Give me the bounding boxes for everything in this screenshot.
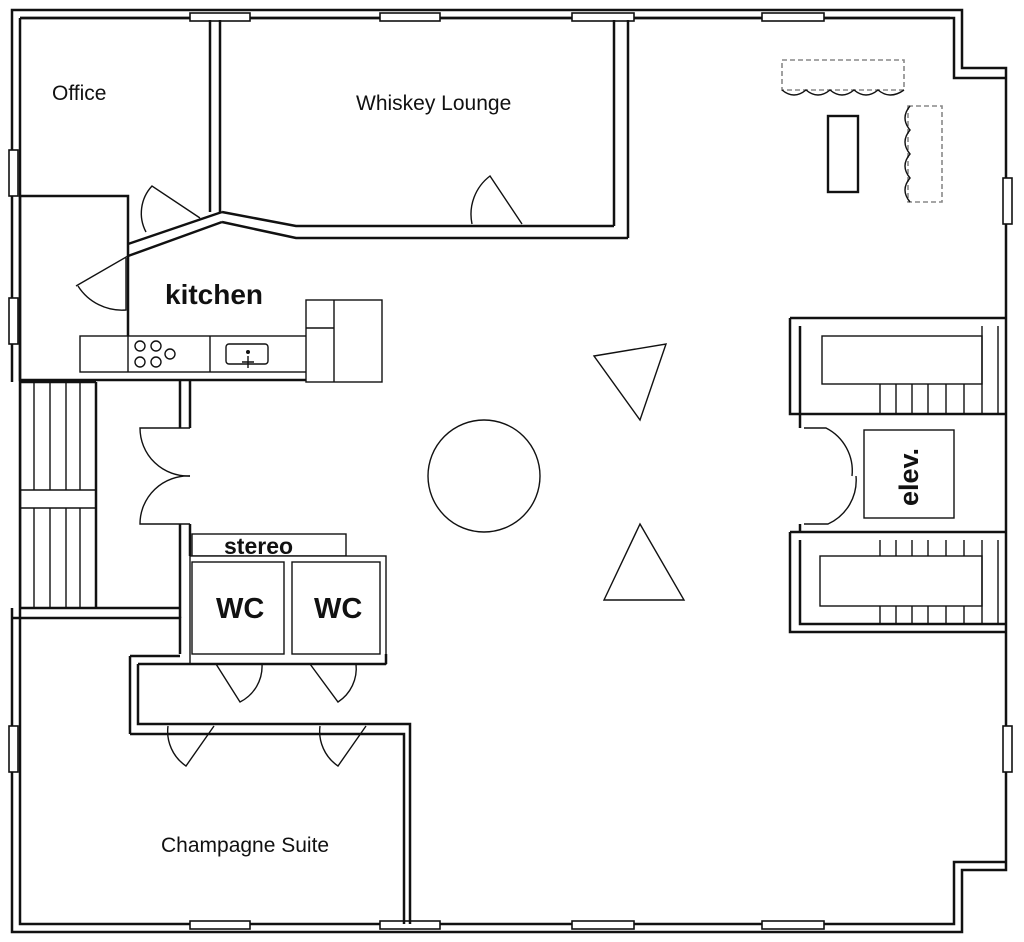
triangle-table-lower: [602, 522, 686, 601]
stereo-label: stereo: [224, 533, 293, 559]
hallway-walls: [12, 380, 412, 924]
wc-right-label: WC: [314, 593, 362, 625]
room-labels: Office Whiskey Lounge kitchen stereo WC …: [52, 82, 924, 857]
whiskey-lounge-label: Whiskey Lounge: [356, 92, 511, 115]
left-stairs: [18, 380, 180, 610]
kitchen-fixtures: [79, 299, 383, 383]
upper-rooms-walls: [18, 20, 630, 382]
office-label: Office: [52, 82, 106, 105]
central-furniture: [427, 343, 686, 601]
right-stairs: [788, 316, 1006, 634]
triangle-table-upper: [592, 343, 668, 422]
round-table: [427, 419, 541, 533]
elevator-label: elev.: [894, 448, 924, 506]
bar-counter: [826, 114, 860, 194]
champagne-suite-label: Champagne Suite: [161, 834, 329, 857]
elevator-box: [863, 429, 955, 519]
windows: [8, 12, 1013, 930]
wc-left-label: WC: [216, 593, 264, 625]
doors: [77, 174, 857, 767]
kitchen-label: kitchen: [165, 279, 263, 310]
upper-right-furniture: [781, 59, 943, 203]
